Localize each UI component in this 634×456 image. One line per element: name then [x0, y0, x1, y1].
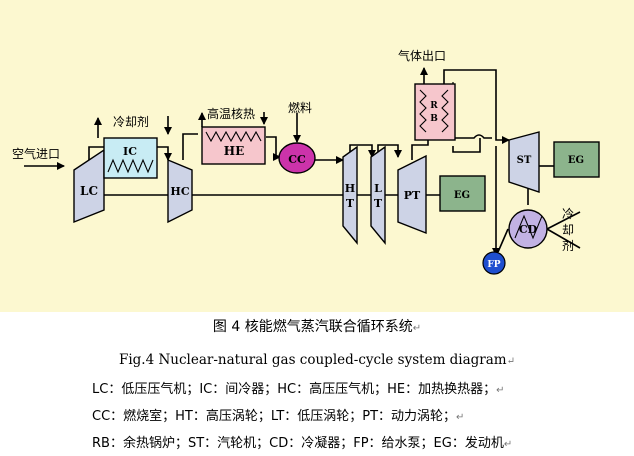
- cc-combustor: [278, 142, 316, 174]
- he-heat-exchanger: [201, 126, 266, 165]
- he-coil: [205, 130, 262, 143]
- legend-line-3: RB：余热锅炉；ST：汽轮机；CD：冷凝器；FP：给水泵；EG：发动机↵: [92, 432, 512, 451]
- cd-condenser: [508, 209, 548, 249]
- he-label: HE: [224, 144, 244, 158]
- rb-heat-recovery-boiler: [414, 83, 456, 141]
- ic-label: IC: [123, 145, 137, 158]
- legend-line-2: CC：燃烧室；HT：高压涡轮；LT：低压涡轮；PT：动力涡轮；↵: [92, 405, 464, 424]
- ht-label-t: T: [346, 197, 355, 210]
- fp-label: FP: [487, 260, 500, 270]
- return-mark: ↵: [503, 439, 513, 450]
- rb-label-r: R: [430, 101, 438, 111]
- pt-label: PT: [404, 189, 421, 202]
- air-inlet-label: 空气进口: [12, 146, 60, 161]
- gas-outlet-label: 气体出口: [398, 48, 446, 63]
- hc-label: HC: [170, 185, 189, 198]
- caption-chinese: 图 4 核能燃气蒸汽联合循环系统↵: [0, 316, 634, 336]
- eg-generator-1: [439, 175, 486, 212]
- pt-turbine: [397, 154, 427, 235]
- lc-label: LC: [80, 184, 98, 198]
- legend-text-3: RB：余热锅炉；ST：汽轮机；CD：冷凝器；FP：给水泵；EG：发动机: [92, 436, 504, 451]
- coolant-top-label: 冷却剂: [113, 114, 149, 129]
- coolant-right-label: 冷 却 剂: [562, 207, 578, 253]
- lc-compressor: [73, 148, 105, 224]
- cd-coil: [514, 214, 543, 240]
- rb-coil-right: [441, 89, 449, 133]
- st-steam-turbine: [508, 131, 540, 193]
- cc-label: CC: [288, 153, 306, 166]
- caption-chinese-text: 图 4 核能燃气蒸汽联合循环系统: [212, 319, 413, 335]
- eg-generator-2: [553, 141, 600, 178]
- htg-heat-label: 高温核热: [207, 106, 255, 121]
- hc-compressor: [167, 158, 193, 224]
- st-label: ST: [517, 155, 532, 166]
- lt-turbine: [370, 145, 386, 245]
- return-mark: ↵: [506, 356, 516, 367]
- legend-text-1: LC：低压压气机；IC：间冷器；HC：高压压气机；HE：加热换热器；: [92, 382, 497, 397]
- ic-coil: [107, 158, 154, 174]
- rb-coil: [419, 89, 427, 133]
- ic-intercooler: [103, 137, 158, 179]
- eg2-label: EG: [568, 155, 584, 166]
- cycle-diagram: LC IC HC HE CC H T L T PT EG R B: [0, 0, 634, 312]
- lt-label-l: L: [374, 182, 382, 195]
- cd-label: CD: [519, 223, 538, 236]
- caption-english: Fig.4 Nuclear-natural gas coupled-cycle …: [0, 352, 634, 368]
- caption-english-text: Fig.4 Nuclear-natural gas coupled-cycle …: [118, 352, 507, 368]
- ht-label-h: H: [345, 182, 355, 195]
- return-mark: ↵: [496, 385, 505, 396]
- return-mark: ↵: [412, 323, 422, 334]
- rb-label-b: B: [430, 114, 438, 124]
- fuel-label: 燃料: [288, 100, 312, 115]
- ht-turbine: [342, 145, 358, 245]
- return-mark: ↵: [456, 412, 465, 423]
- legend-text-2: CC：燃烧室；HT：高压涡轮；LT：低压涡轮；PT：动力涡轮；: [92, 409, 457, 424]
- legend-line-1: LC：低压压气机；IC：间冷器；HC：高压压气机；HE：加热换热器；↵: [92, 378, 504, 397]
- lt-label-t: T: [374, 197, 383, 210]
- fp-feed-pump: [482, 251, 506, 275]
- eg1-label: EG: [454, 190, 470, 201]
